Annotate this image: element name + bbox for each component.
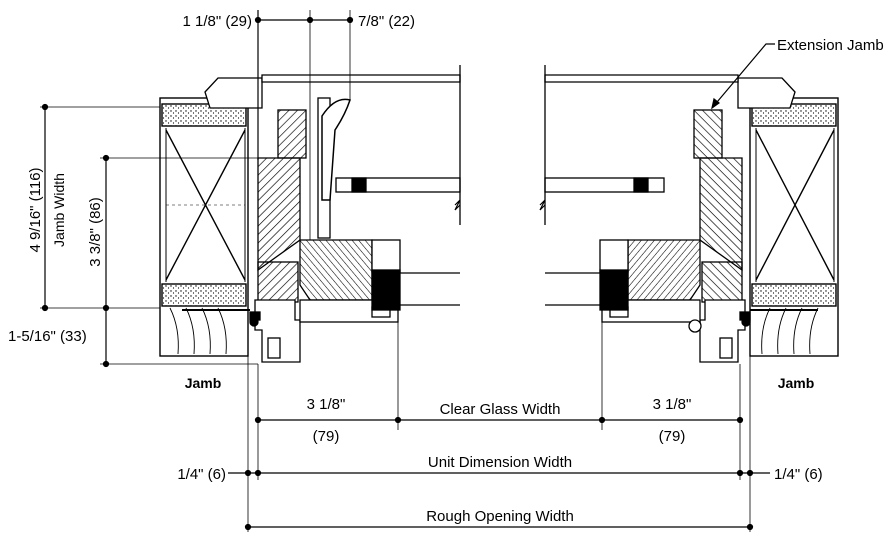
dim-left-mm: (79) (313, 428, 340, 445)
dim-left-inch: 3 1/8" (307, 396, 346, 413)
dim-vertical-outer: 4 9/16" (116) (27, 167, 44, 252)
jamb-label-right: Jamb (778, 375, 815, 391)
right-frame-section (544, 74, 818, 363)
left-wall (159, 97, 249, 357)
dim-unit-left: 1/4" (6) (177, 466, 226, 483)
clear-glass-width-label: Clear Glass Width (440, 401, 561, 418)
rough-opening-width-label: Rough Opening Width (426, 508, 574, 525)
dim-right-inch: 3 1/8" (653, 396, 692, 413)
extension-jamb-label: Extension Jamb (777, 37, 884, 54)
jamb-width-label: Jamb Width (51, 173, 67, 247)
left-frame-section (182, 74, 461, 363)
dim-top-left: 1 1/8" (29) (182, 13, 252, 30)
unit-dimension-width-label: Unit Dimension Width (428, 454, 572, 471)
jamb-label-left: Jamb (185, 375, 222, 391)
dimension-lines (40, 10, 775, 532)
dim-right-mm: (79) (659, 428, 686, 445)
dim-vertical-inner: 3 3/8" (86) (87, 197, 104, 267)
break-marks (454, 199, 546, 211)
dim-top-right: 7/8" (22) (358, 13, 415, 30)
dim-bottom-left: 1-5/16" (33) (8, 328, 87, 345)
right-wall (749, 97, 839, 357)
dim-unit-right: 1/4" (6) (774, 466, 823, 483)
